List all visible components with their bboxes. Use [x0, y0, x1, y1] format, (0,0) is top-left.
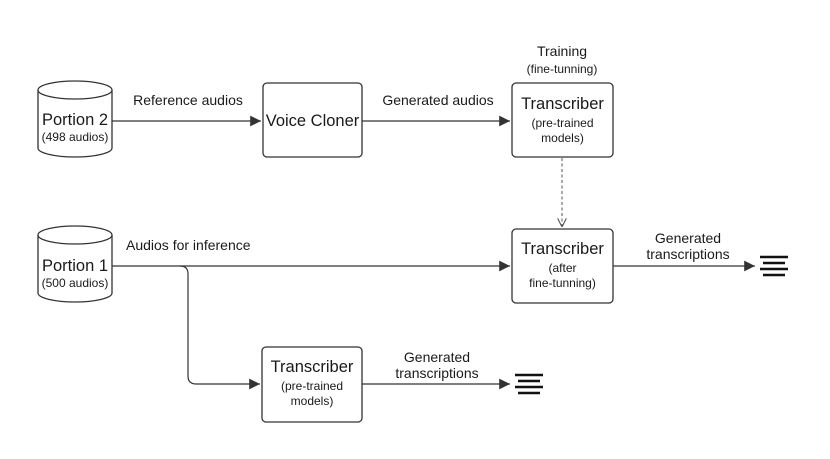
- audios-for-inference-label: Audios for inference: [126, 237, 251, 253]
- text-lines-icon: [515, 373, 543, 395]
- portion1-title: Portion 1: [42, 257, 108, 275]
- edge-portion1-to-pretrained: [179, 265, 260, 390]
- text-lines-icon: [760, 255, 788, 277]
- portion1-database: Portion 1 (500 audios): [37, 225, 113, 303]
- transcriber-finetuned-line1: (after: [548, 261, 576, 275]
- transcriber-bottom-title: Transcriber: [271, 358, 354, 376]
- transcriber-finetuned-line2: fine-tunning): [529, 276, 596, 290]
- portion2-database: Portion 2 (498 audios): [37, 80, 113, 158]
- generated-transcriptions-bottom-line1: Generated: [404, 349, 470, 365]
- transcriber-finetuned-title: Transcriber: [521, 240, 604, 258]
- transcriber-finetuned-node: Transcriber (after fine-tunning): [511, 228, 614, 304]
- training-sublabel: (fine-tunning): [527, 62, 598, 76]
- transcriber-pretrained-top-node: Transcriber (pre-trained models): [511, 82, 614, 158]
- transcriber-top-line1: (pre-trained: [531, 116, 593, 130]
- transcriber-bottom-line1: (pre-trained: [281, 379, 343, 393]
- portion2-title: Portion 2: [42, 111, 108, 129]
- training-label: Training: [537, 43, 587, 59]
- generated-transcriptions-right-line1: Generated: [655, 230, 721, 246]
- transcriber-top-title: Transcriber: [521, 95, 604, 113]
- generated-transcriptions-right-line2: transcriptions: [646, 246, 729, 262]
- transcriber-top-line2: models): [541, 131, 584, 145]
- transcriber-pretrained-bottom-node: Transcriber (pre-trained models): [261, 346, 363, 423]
- voice-cloner-title: Voice Cloner: [266, 112, 360, 130]
- reference-audios-label: Reference audios: [133, 92, 243, 108]
- voice-cloner-node: Voice Cloner: [262, 82, 363, 158]
- generated-transcriptions-bottom-line2: transcriptions: [395, 365, 478, 381]
- transcriber-bottom-line2: models): [291, 394, 334, 408]
- generated-audios-label: Generated audios: [382, 92, 493, 108]
- portion1-subtitle: (500 audios): [42, 276, 109, 290]
- portion2-subtitle: (498 audios): [42, 130, 109, 144]
